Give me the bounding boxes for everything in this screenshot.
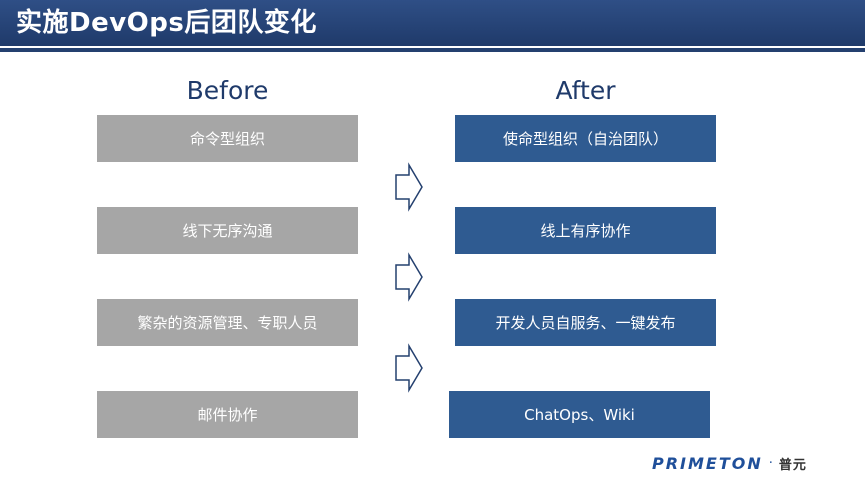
- right-arrow-icon: [395, 343, 423, 393]
- after-item-4: ChatOps、Wiki: [449, 391, 710, 438]
- before-item-3: 繁杂的资源管理、专职人员: [97, 299, 358, 346]
- primeton-logo: PRIMETON · 普元: [652, 452, 807, 474]
- right-arrow-icon: [395, 162, 423, 212]
- slide-title: 实施DevOps后团队变化: [16, 8, 317, 38]
- after-item-3: 开发人员自服务、一键发布: [455, 299, 716, 346]
- before-item-2: 线下无序沟通: [97, 207, 358, 254]
- before-item-1: 命令型组织: [97, 115, 358, 162]
- logo-brand: PRIMETON: [652, 453, 763, 473]
- before-item-4: 邮件协作: [97, 391, 358, 438]
- header-divider: [0, 48, 865, 52]
- after-item-2: 线上有序协作: [455, 207, 716, 254]
- after-heading: After: [555, 76, 616, 105]
- logo-separator: ·: [768, 455, 773, 471]
- after-item-1: 使命型组织（自治团队）: [455, 115, 716, 162]
- logo-chinese: 普元: [778, 457, 807, 473]
- right-arrow-icon: [395, 252, 423, 302]
- header-bar: 实施DevOps后团队变化: [0, 0, 865, 46]
- before-heading: Before: [186, 76, 269, 105]
